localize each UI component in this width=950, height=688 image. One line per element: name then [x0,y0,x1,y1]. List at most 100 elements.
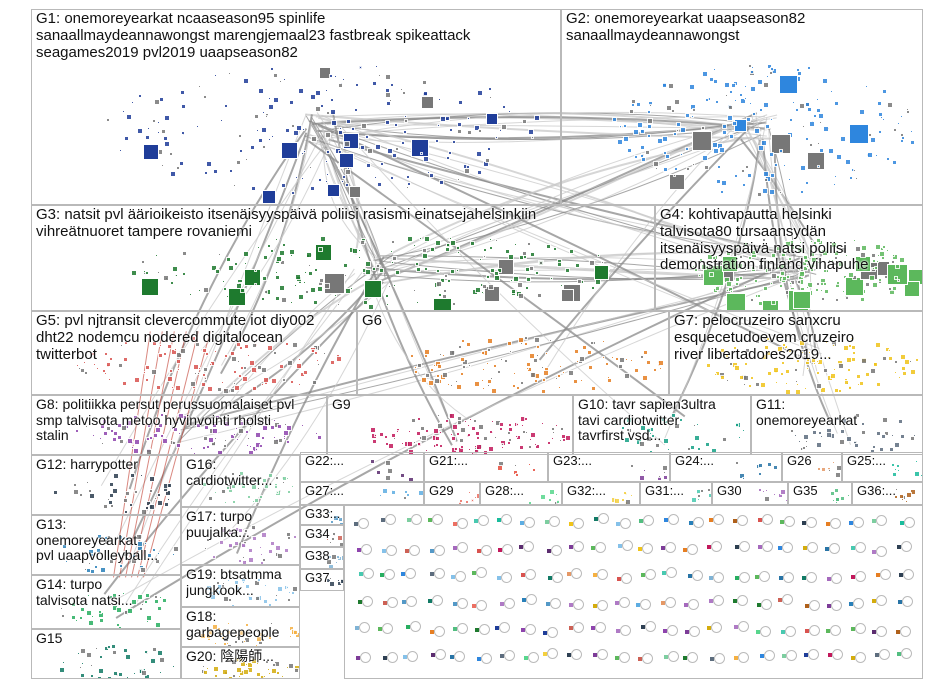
graph-node [279,79,282,83]
group-box-g31[interactable]: G31:... [640,482,712,505]
group-box-g12[interactable]: G12: harrypotter [31,455,181,515]
group-box-g4[interactable]: G4: kohtivapautta helsinki talvisota80 t… [655,205,923,311]
group-box-g11[interactable]: G11: onemoreyearkat [751,395,923,455]
group-box-g15[interactable]: G15 [31,629,181,679]
group-box-g33[interactable]: G33:... [300,505,344,525]
graph-node [522,119,528,125]
group-box-g6[interactable]: G6 [357,311,669,395]
graph-node [501,443,505,447]
group-box-g8[interactable]: G8: politiikka persut perussuomalaiset p… [31,395,327,455]
group-box-g26[interactable]: G26 [782,452,842,482]
graph-node [202,446,207,451]
group-box-g32[interactable]: G32:... [562,482,640,505]
graph-node [441,353,445,357]
graph-node [459,426,466,433]
graph-node [868,132,873,137]
node-cluster [345,506,922,678]
group-box-g30[interactable]: G30 [712,482,788,505]
graph-node [805,137,810,142]
group-box-g2[interactable]: G2: onemoreyearkat uaapseason82 sanaallm… [561,9,923,205]
graph-node [765,75,769,79]
graph-node [742,476,746,480]
graph-node [286,439,291,444]
group-box-g16[interactable]: G16: cardiotwitter... [181,455,300,507]
graph-node [816,370,821,375]
graph-node [233,432,237,436]
graph-node [246,437,250,441]
graph-node [891,253,895,257]
graph-node [812,241,817,245]
graph-node [528,352,535,359]
graph-node [245,158,248,162]
graph-node [860,358,867,365]
graph-node [323,283,330,290]
graph-node [424,373,430,379]
graph-node [167,376,174,382]
group-box-g24[interactable]: G24:... [670,452,782,482]
graph-node [159,344,163,348]
group-box-g18[interactable]: G18: garbagepeople [181,607,300,647]
graph-node [129,502,134,507]
graph-node [164,140,171,147]
graph-node [337,83,343,89]
graph-node [743,375,750,382]
graph-node [831,258,834,262]
graph-node [809,120,816,127]
graph-node [181,250,187,256]
graph-node [847,386,852,390]
graph-node [461,365,466,370]
graph-node [161,128,167,134]
graph-node [534,378,539,383]
group-box-g22[interactable]: G22:... [300,452,424,482]
group-box-g35[interactable]: G35 [788,482,852,505]
group-box-g1[interactable]: G1: onemoreyearkat ncaaseason95 spinlife… [31,9,561,205]
self-loop [524,623,536,635]
group-box-g10[interactable]: G10: tavr sapien3ultra tavi cardiotwitte… [573,395,751,455]
group-box-g19[interactable]: G19: btsatmma jungkook... [181,565,300,607]
graph-node [313,267,318,272]
self-loop [760,625,771,637]
group-box-g34[interactable]: G34 [300,525,344,547]
graph-node [235,667,242,674]
graph-node [226,417,230,420]
group-box-g36[interactable]: G36:... [852,482,923,505]
graph-node [448,151,453,156]
graph-node [217,387,223,393]
group-box-g13[interactable]: G13: onemoreyearkat pvl uaapvolleyball..… [31,515,181,575]
graph-node [819,434,823,438]
group-box-g9[interactable]: G9 [327,395,573,455]
graph-node [268,104,275,110]
graph-node [670,108,675,113]
self-loop [501,571,512,583]
group-box-g25[interactable]: G25:... [842,452,923,482]
graph-node [673,166,678,171]
group-box-g37[interactable]: G37 [300,569,344,591]
graph-node [823,269,828,274]
group-box-g5[interactable]: G5: pvl njtransit clevercommute iot diy0… [31,311,357,395]
graph-node [714,285,720,291]
graph-node [861,244,868,251]
graph-node [848,176,853,180]
group-box-g27[interactable]: G27:... [300,482,424,505]
group-box-g28[interactable]: G28:... [480,482,562,505]
group-box-g29[interactable]: G29 [424,482,480,505]
group-box-g7[interactable]: G7: pelocruzeiro sanxcru esquecetudoevem… [669,311,923,395]
graph-node [222,287,227,292]
graph-node [729,362,734,367]
graph-node [881,89,887,95]
group-box-g3[interactable]: G3: natsit pvl äärioikeisto itsenäisyysp… [31,205,655,311]
group-box-g20[interactable]: G20: 陰陽師... [181,647,300,679]
group-box-g17[interactable]: G17: turpo puujalka... [181,507,300,565]
graph-node [175,420,179,424]
graph-node [630,102,635,107]
group-box-g38[interactable]: G38 [300,547,344,569]
group-box-g23[interactable]: G23:... [548,452,670,482]
group-label: G35 [793,484,818,498]
graph-node [133,672,137,675]
graph-node [454,380,458,384]
group-box-g14[interactable]: G14: turpo talvisota natsi... [31,575,181,629]
self-loop [361,595,373,607]
group-box-g21[interactable]: G21:... [424,452,548,482]
group-label: G7: pelocruzeiro sanxcru esquecetudoevem… [674,313,855,363]
graph-node [776,246,782,252]
